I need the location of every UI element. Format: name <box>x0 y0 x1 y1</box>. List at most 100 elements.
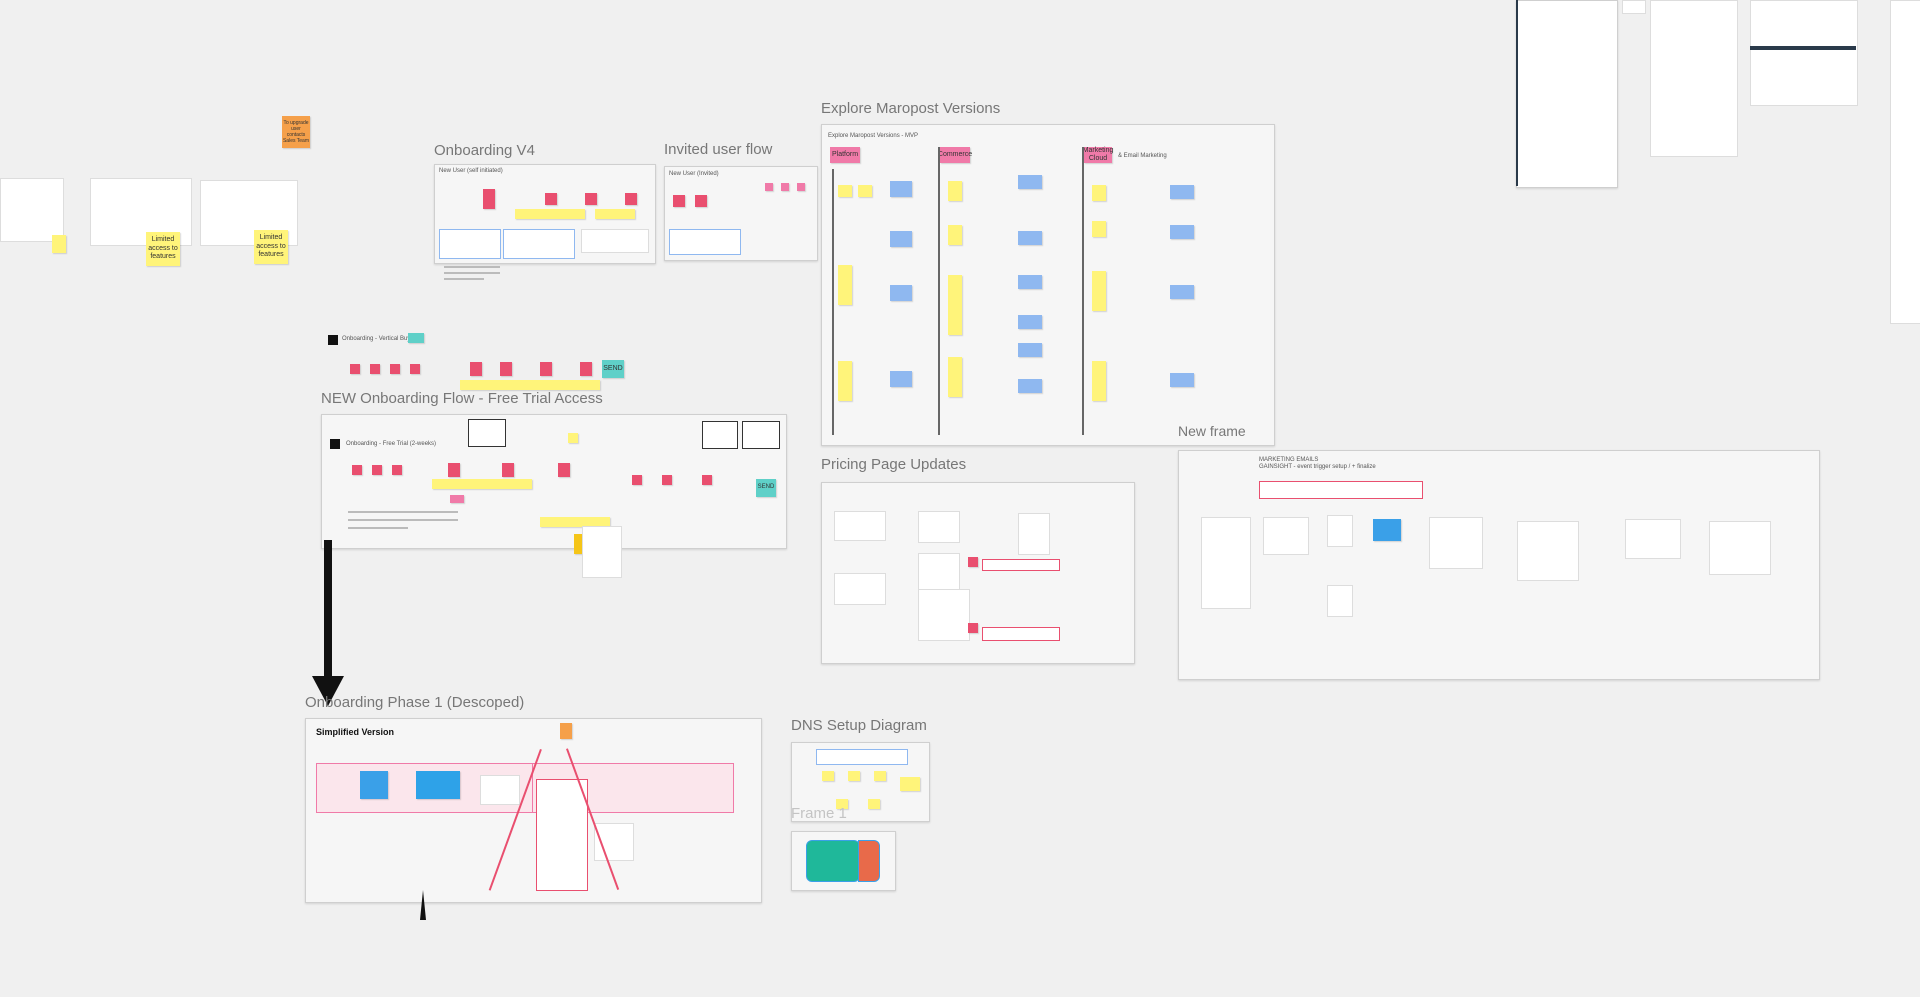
flow-step[interactable] <box>585 193 597 205</box>
sticky-note[interactable] <box>432 479 532 489</box>
flow-step[interactable] <box>558 463 570 477</box>
sticky-note[interactable] <box>1018 343 1042 357</box>
note-box[interactable] <box>982 559 1060 571</box>
sticky-note[interactable] <box>1092 271 1106 311</box>
flow-step[interactable] <box>673 195 685 207</box>
sticky-note[interactable] <box>868 799 880 809</box>
flow-step[interactable] <box>580 362 592 376</box>
note-box[interactable] <box>669 229 741 255</box>
note-box[interactable] <box>582 526 622 578</box>
sticky-note-upgrade[interactable]: To upgrade user contacts Sales Team <box>282 116 310 148</box>
note-box[interactable] <box>742 421 780 449</box>
sticky-note[interactable] <box>1170 225 1194 239</box>
sticky-note-limited-access[interactable]: Limited access to features <box>254 230 288 264</box>
sticky-note-send[interactable]: SEND <box>602 360 624 378</box>
sticky-note[interactable] <box>948 357 962 397</box>
sticky-note[interactable] <box>1018 231 1042 245</box>
frame-pricing-page-updates[interactable] <box>821 482 1135 664</box>
sticky-note[interactable] <box>822 771 834 781</box>
sticky-note[interactable] <box>1018 175 1042 189</box>
screen-thumbnail[interactable] <box>1650 0 1738 157</box>
flow-step[interactable] <box>797 183 805 191</box>
flow-step[interactable] <box>483 189 495 209</box>
screen-thumbnail[interactable] <box>536 779 588 891</box>
flow-step[interactable] <box>695 195 707 207</box>
note-box[interactable] <box>1259 481 1423 499</box>
flow-step[interactable] <box>370 364 380 374</box>
sticky-note-send[interactable]: SEND <box>756 479 776 497</box>
sticky-note[interactable] <box>900 777 920 791</box>
frame-marketing-emails[interactable]: MARKETING EMAILS GAINSIGHT - event trigg… <box>1178 450 1820 680</box>
flow-step[interactable] <box>470 362 482 376</box>
flow-step[interactable] <box>662 475 672 485</box>
flow-step[interactable] <box>500 362 512 376</box>
column-header-marketing-cloud[interactable]: Marketing Cloud <box>1082 146 1114 163</box>
frame-top-right[interactable] <box>1516 0 1618 188</box>
flow-step[interactable] <box>702 475 712 485</box>
frame-1[interactable] <box>791 831 896 891</box>
sticky-note[interactable] <box>1092 221 1106 237</box>
sticky-note[interactable] <box>968 623 978 633</box>
sticky-note[interactable] <box>968 557 978 567</box>
screen-thumbnail[interactable] <box>1327 515 1353 547</box>
sticky-note[interactable] <box>595 209 635 219</box>
screen-thumbnail[interactable] <box>0 178 64 242</box>
sticky-note[interactable] <box>568 433 578 443</box>
sticky-note[interactable] <box>838 361 852 401</box>
note-box[interactable] <box>816 749 908 765</box>
sticky-note[interactable] <box>848 771 860 781</box>
sticky-note[interactable] <box>540 517 610 527</box>
sticky-note[interactable] <box>450 495 464 503</box>
note-box[interactable] <box>858 840 880 882</box>
screen-thumbnail[interactable] <box>1327 585 1353 617</box>
flow-step[interactable] <box>372 465 382 475</box>
sticky-note[interactable] <box>838 185 852 197</box>
screen-thumbnail[interactable] <box>1018 513 1050 555</box>
sticky-note[interactable] <box>1170 185 1194 199</box>
frame-onboarding-phase1[interactable]: Simplified Version <box>305 718 762 903</box>
screen-thumbnail[interactable] <box>416 771 460 799</box>
frame-explore-maropost[interactable]: Explore Maropost Versions - MVP Platform… <box>821 124 1275 446</box>
frame-invited-user-flow[interactable]: New User (Invited) <box>664 166 818 261</box>
screen-thumbnail[interactable] <box>1517 521 1579 581</box>
note-box[interactable] <box>581 229 649 253</box>
frame-dns-setup[interactable] <box>791 742 930 822</box>
sticky-note[interactable] <box>890 285 912 301</box>
sticky-note[interactable] <box>460 380 600 390</box>
sticky-note[interactable] <box>948 225 962 245</box>
sticky-note[interactable] <box>1018 275 1042 289</box>
screen-thumbnail[interactable] <box>1263 517 1309 555</box>
screen-thumbnail[interactable] <box>918 589 970 641</box>
sticky-note[interactable] <box>515 209 585 219</box>
flow-step[interactable] <box>392 465 402 475</box>
screen-thumbnail[interactable] <box>1750 0 1858 106</box>
flow-step[interactable] <box>350 364 360 374</box>
screen-thumbnail[interactable] <box>834 573 886 605</box>
sticky-note[interactable] <box>948 181 962 201</box>
screen-thumbnail[interactable] <box>1201 517 1251 609</box>
screen-thumbnail[interactable] <box>834 511 886 541</box>
flow-step[interactable] <box>390 364 400 374</box>
screen-thumbnail[interactable] <box>1429 517 1483 569</box>
flow-step[interactable] <box>352 465 362 475</box>
screen-thumbnail[interactable] <box>1890 0 1920 324</box>
screen-thumbnail[interactable] <box>1709 521 1771 575</box>
sticky-note[interactable] <box>890 371 912 387</box>
sticky-note[interactable] <box>1018 315 1042 329</box>
sticky-note[interactable] <box>1092 185 1106 201</box>
sticky-note[interactable] <box>1170 285 1194 299</box>
sticky-note[interactable] <box>1018 379 1042 393</box>
screen-thumbnail[interactable] <box>90 178 192 246</box>
sticky-note-limited-access[interactable]: Limited access to features <box>146 232 180 266</box>
sticky-note[interactable] <box>890 231 912 247</box>
sticky-note[interactable] <box>836 799 848 809</box>
flow-step[interactable] <box>410 364 420 374</box>
screen-thumbnail[interactable] <box>1625 519 1681 559</box>
sticky-note[interactable] <box>408 333 424 343</box>
sticky-note[interactable] <box>858 185 872 197</box>
flow-step[interactable] <box>448 463 460 477</box>
screen-thumbnail[interactable] <box>480 775 520 805</box>
sticky-note[interactable] <box>838 265 852 305</box>
note-box[interactable] <box>982 627 1060 641</box>
sticky-note[interactable] <box>560 723 572 739</box>
